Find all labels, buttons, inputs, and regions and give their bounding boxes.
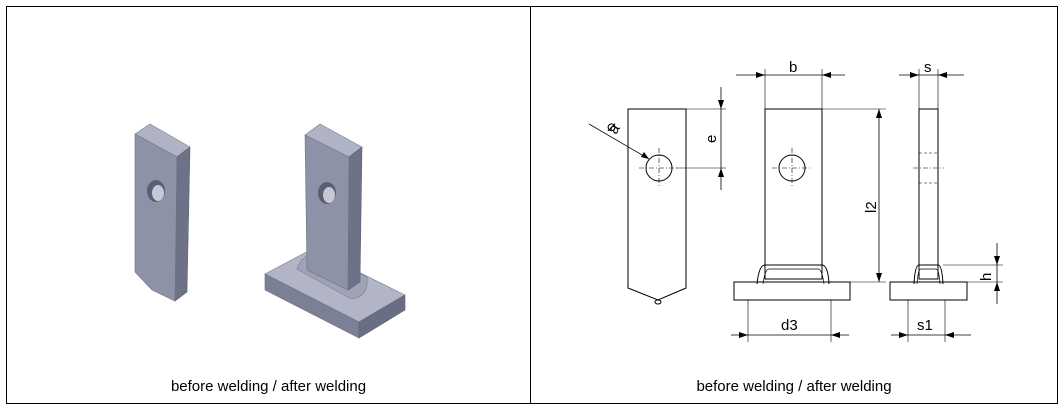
- view-before-welding: [588, 87, 726, 305]
- dimension-b: b: [789, 59, 797, 76]
- dimension-s: s: [924, 59, 932, 76]
- dimension-e: e: [703, 135, 720, 143]
- dimension-d3: d3: [781, 317, 798, 334]
- isometric-views: [134, 123, 406, 339]
- technical-drawing: ⌀ a e: [588, 59, 1003, 342]
- dimension-a-symbol: ⌀: [607, 118, 616, 135]
- right-caption: before welding / after welding: [696, 378, 892, 395]
- left-caption: before welding / after welding: [170, 378, 367, 395]
- right-panel-technical-drawing: ⌀ a e: [530, 6, 1058, 404]
- plate-before-welding: [134, 123, 191, 302]
- left-panel-3d-views: before welding / after welding: [6, 6, 531, 404]
- plate-after-welding: [264, 123, 406, 339]
- view-side-after-welding: [889, 69, 1003, 342]
- dimension-s1: s1: [917, 317, 933, 334]
- view-front-after-welding: [731, 69, 886, 342]
- dimension-l2: l2: [863, 201, 880, 213]
- dimension-h: h: [978, 273, 995, 281]
